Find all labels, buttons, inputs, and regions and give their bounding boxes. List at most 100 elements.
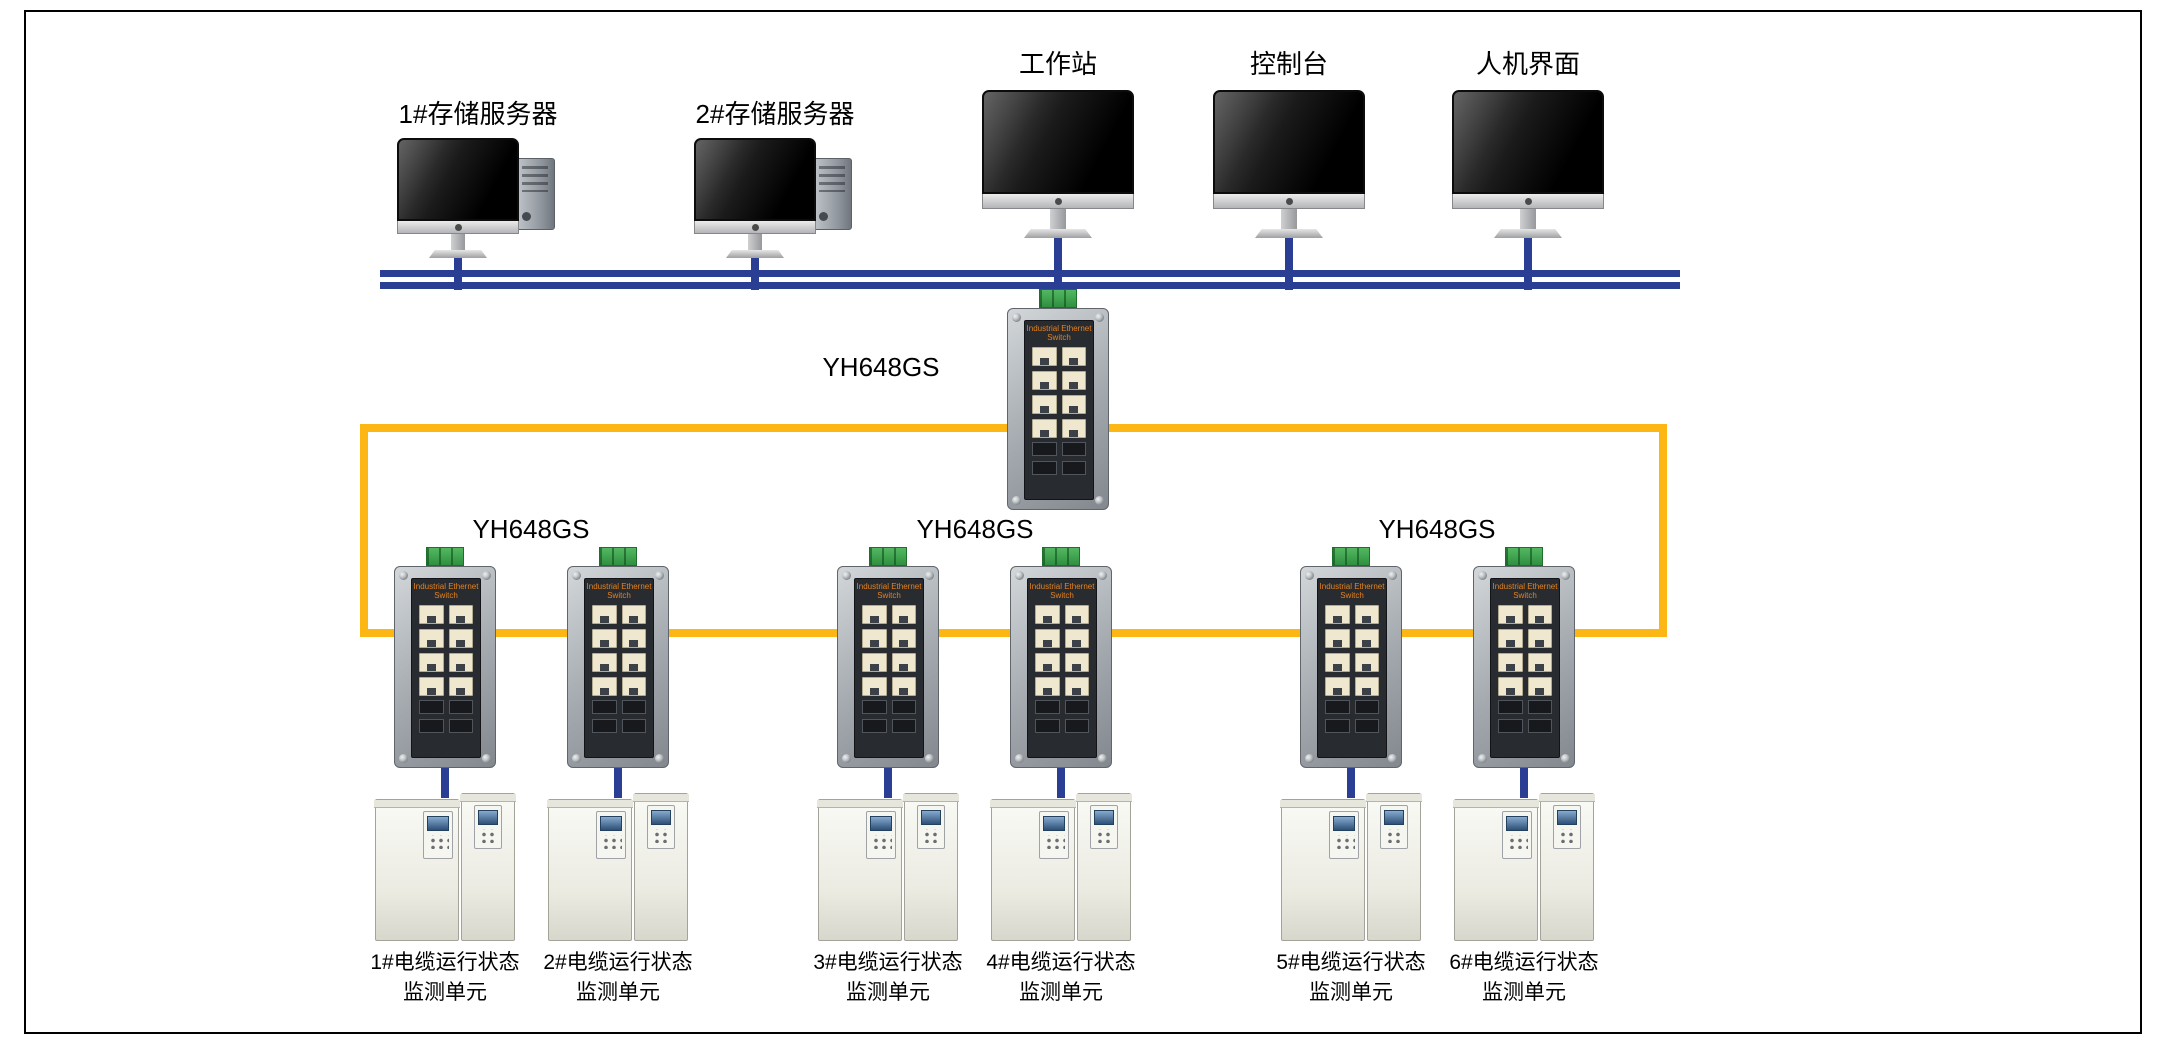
rj45-port [891,653,916,672]
server-tower-2 [812,158,852,230]
rj45-port [419,629,444,648]
sfp-port [1498,700,1523,714]
panel-buttons [1556,829,1578,843]
sfp-port [1354,719,1379,733]
sfp-ports [1028,698,1096,735]
switch-panel-text: Industrial Ethernet Switch [1026,324,1092,342]
display-screen [599,816,623,831]
ring-switch-4: Industrial Ethernet Switch [1010,547,1112,768]
panel-buttons [1332,835,1356,849]
screw-icon [572,571,581,580]
screw-icon [655,754,664,763]
switch-panel-text: Industrial Ethernet Switch [856,582,922,600]
control-panel [866,811,896,859]
ethernet-ports [585,600,653,698]
monitor-screen [982,90,1134,194]
panel-buttons [1042,835,1066,849]
label-unit-3: 3#电缆运行状态 监测单元 [788,948,988,1008]
switch-front-panel: Industrial Ethernet Switch [1317,578,1387,758]
monitor-stand-neck [1050,209,1066,229]
power-terminal-block [869,547,907,566]
label-unit-4-line1: 4#电缆运行状态 [986,951,1136,974]
display-screen [869,816,893,831]
drop-hmi [1524,232,1532,290]
rj45-port [448,677,473,696]
switch-front-panel: Industrial Ethernet Switch [1490,578,1560,758]
screw-icon [1305,754,1314,763]
power-terminal-block [1039,289,1077,308]
monitor-chin [397,221,519,234]
panel-buttons [1093,829,1115,843]
cable-monitor-unit-1 [374,793,516,941]
rj45-port [1032,371,1057,390]
rj45-port [1064,629,1089,648]
rj45-port [1498,605,1523,624]
drop-unit-5 [1347,758,1355,798]
rj45-port [891,629,916,648]
cable-monitor-unit-6 [1453,793,1595,941]
display-screen [426,816,450,831]
sfp-port [891,700,916,714]
display-screen [1505,816,1529,831]
rj45-port [1061,347,1086,366]
rj45-port [862,605,887,624]
monitor-screen [397,138,519,221]
panel-buttons [599,835,623,849]
sfp-port [862,700,887,714]
ring-switch-5: Industrial Ethernet Switch [1300,547,1402,768]
ethernet-ports [1025,342,1093,440]
ethernet-ports [855,600,923,698]
rj45-port [1032,395,1057,414]
server-tower-1 [515,158,555,230]
label-unit-2-line1: 2#电缆运行状态 [543,951,693,974]
rj45-port [448,605,473,624]
rj45-port [592,629,617,648]
monitor-stand-base [429,250,487,258]
sfp-port [1064,719,1089,733]
panel-buttons [650,829,672,843]
screw-icon [1561,754,1570,763]
cable-monitor-unit-2 [547,793,689,941]
monitor-screen [694,138,816,221]
fiber-ring-top-left [360,424,1007,432]
drop-storage-server-2 [751,248,759,290]
switch-panel-text: Industrial Ethernet Switch [586,582,652,600]
sfp-port [1498,719,1523,733]
display-screen [650,810,672,825]
panel-buttons [477,829,499,843]
monitor-stand-base [1024,229,1092,238]
screw-icon [1015,571,1024,580]
rj45-port [1032,419,1057,438]
switch-panel-text: Industrial Ethernet Switch [413,582,479,600]
control-panel [1553,805,1581,849]
rj45-port [419,653,444,672]
switch-panel-text: Industrial Ethernet Switch [1492,582,1558,600]
rj45-port [621,629,646,648]
label-ring-group-2: YH648GS [916,514,1034,544]
rj45-port [1325,605,1350,624]
cable-monitor-unit-5 [1280,793,1422,941]
apple-logo-icon [751,223,759,231]
rj45-port [1527,653,1552,672]
switch-chassis: Industrial Ethernet Switch [1300,566,1402,768]
control-panel [1329,811,1359,859]
ethernet-ports [412,600,480,698]
screw-icon [482,571,491,580]
control-panel [1039,811,1069,859]
rj45-port [419,677,444,696]
drop-console [1285,232,1293,290]
sfp-port [1064,700,1089,714]
control-panel [1380,805,1408,849]
monitor-stand-base [726,250,784,258]
ring-switch-1: Industrial Ethernet Switch [394,547,496,768]
power-terminal-block [426,547,464,566]
panel-buttons [869,835,893,849]
label-unit-1-line2: 监测单元 [403,981,487,1004]
fiber-ring-left [360,424,368,637]
rj45-port [1498,629,1523,648]
sfp-port [448,719,473,733]
ethernet-bus-line-lower [380,282,1680,289]
sfp-ports [1491,698,1559,735]
screw-icon [572,754,581,763]
